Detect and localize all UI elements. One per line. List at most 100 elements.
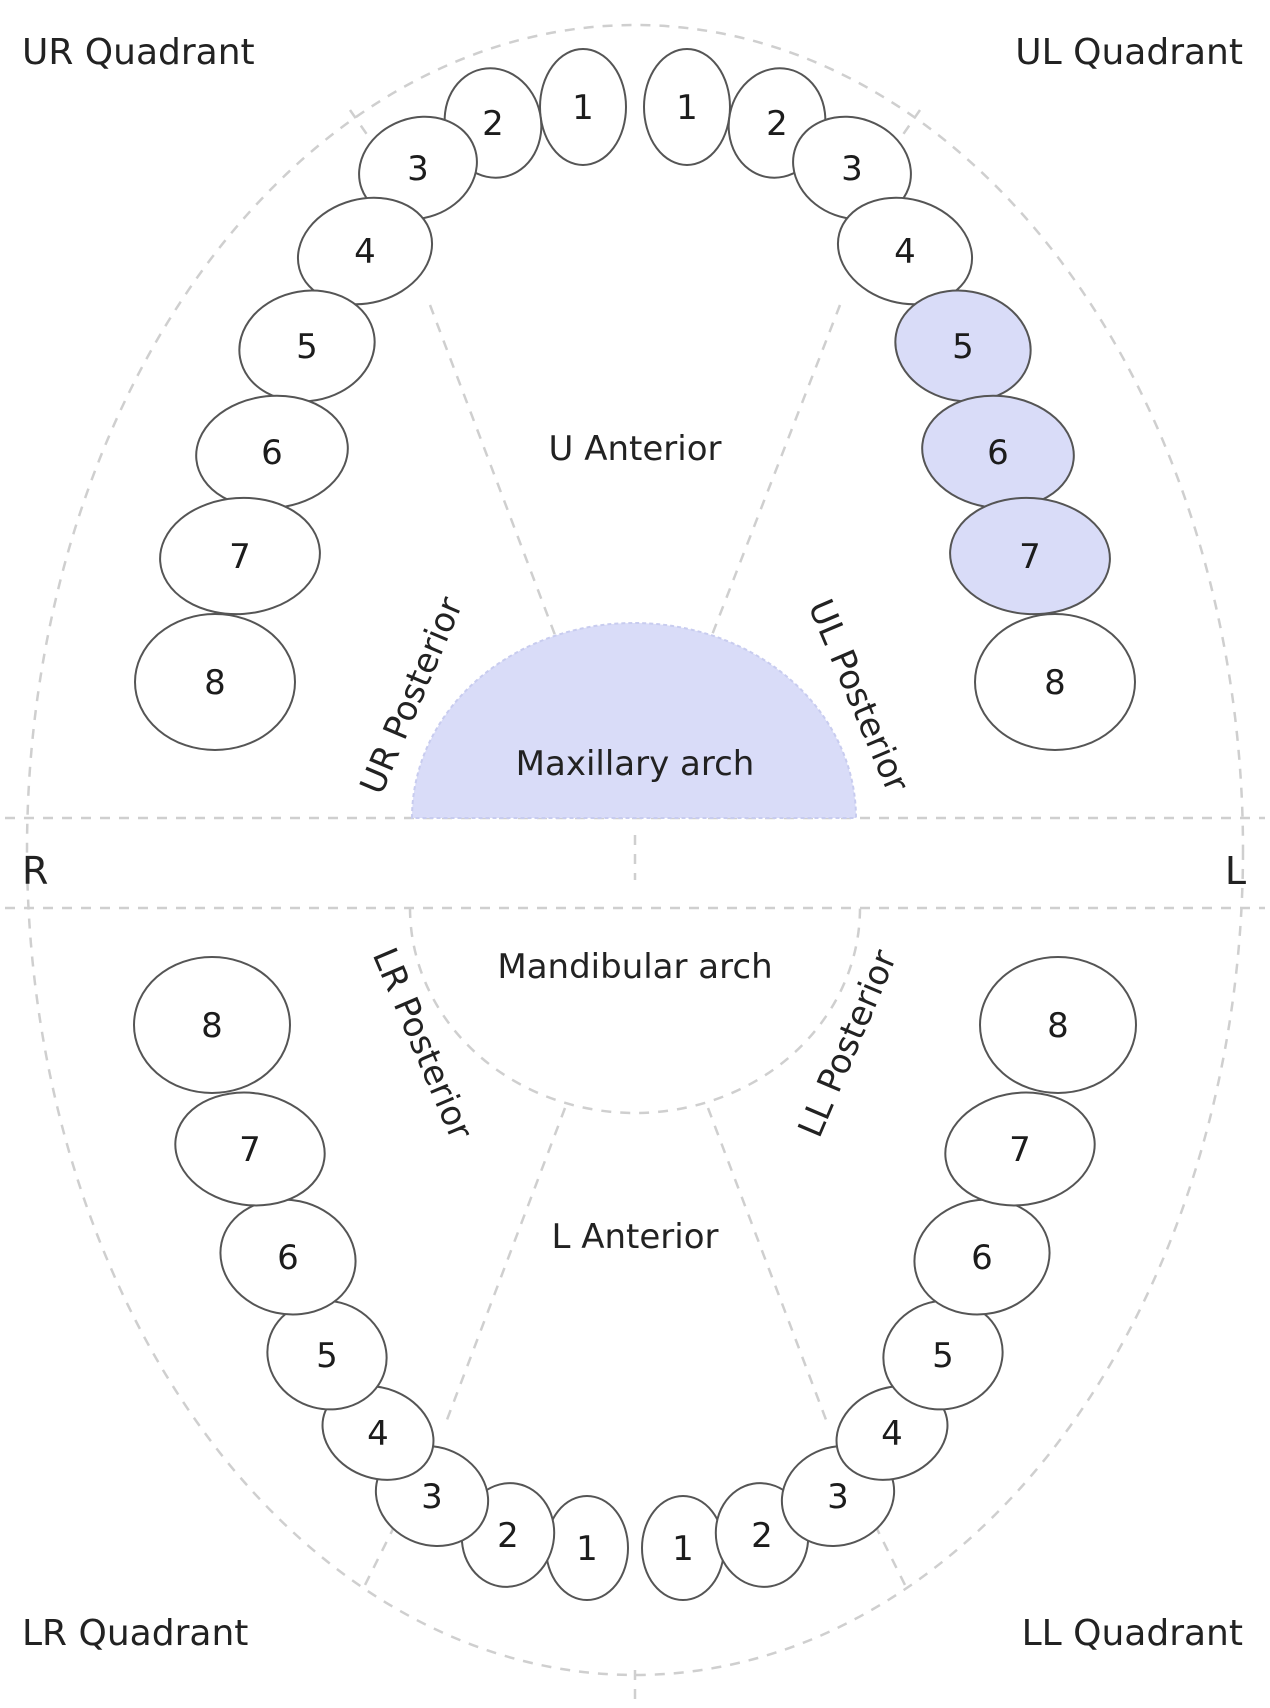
lower-right-tooth-4-label: 4 xyxy=(367,1414,389,1454)
lower-right-tooth-7-shape xyxy=(174,1091,326,1207)
upper-right-tooth-8-label: 8 xyxy=(204,663,226,703)
lower-anterior-label: L Anterior xyxy=(551,1217,718,1257)
upper-left-tooth-5-label: 5 xyxy=(952,327,974,367)
upper-left-tooth-8-label: 8 xyxy=(1044,663,1066,703)
outer-guide-ellipse xyxy=(25,23,1245,1677)
upper-right-tooth-5[interactable]: 5 xyxy=(230,280,383,412)
upper-left-tooth-8-shape xyxy=(974,613,1136,751)
lower-right-tooth-4-shape xyxy=(321,1385,435,1481)
upper-right-tooth-6[interactable]: 6 xyxy=(191,388,354,515)
right-side-label: R xyxy=(22,849,48,893)
upper-right-tooth-8-shape xyxy=(134,613,296,751)
lower-left-tooth-8-shape xyxy=(979,956,1137,1094)
upper-left-tooth-3[interactable]: 3 xyxy=(779,100,926,235)
mandibular-arch-label: Mandibular arch xyxy=(497,947,772,987)
upper-left-tooth-7[interactable]: 7 xyxy=(946,493,1114,620)
upper-right-tooth-6-label: 6 xyxy=(261,433,283,473)
upper-left-tooth-2-label: 2 xyxy=(766,104,788,144)
ul-quadrant-label: UL Quadrant xyxy=(1015,32,1243,73)
upper-right-tooth-5-shape xyxy=(238,289,376,403)
lower-right-tooth-5-label: 5 xyxy=(316,1336,338,1376)
lower-right-tooth-6[interactable]: 6 xyxy=(210,1187,367,1327)
lower-left-tooth-2-label: 2 xyxy=(751,1516,773,1556)
lower-left-tooth-4-shape xyxy=(835,1385,949,1481)
lower-left-tooth-8-label: 8 xyxy=(1047,1006,1069,1046)
lower-left-tooth-5[interactable]: 5 xyxy=(871,1287,1015,1422)
lower-left-diagonal-outer xyxy=(873,1524,907,1586)
lower-left-tooth-4[interactable]: 4 xyxy=(822,1370,961,1496)
lower-left-tooth-7-label: 7 xyxy=(1009,1130,1031,1170)
upper-left-tooth-4-shape xyxy=(836,196,974,306)
upper-right-tooth-4-label: 4 xyxy=(354,232,376,272)
upper-left-tooth-6-label: 6 xyxy=(987,433,1009,473)
upper-right-tooth-8[interactable]: 8 xyxy=(134,613,296,751)
upper-left-tooth-6[interactable]: 6 xyxy=(917,388,1080,515)
left-side-label: L xyxy=(1225,849,1246,893)
upper-right-tooth-2-label: 2 xyxy=(482,104,504,144)
upper-right-tooth-4-shape xyxy=(296,196,434,306)
upper-left-anterior-line xyxy=(710,304,842,636)
lower-right-tooth-7[interactable]: 7 xyxy=(168,1083,332,1215)
lower-left-tooth-5-shape xyxy=(882,1299,1004,1411)
lower-left-tooth-1[interactable]: 1 xyxy=(641,1495,725,1601)
upper-left-tooth-7-shape xyxy=(949,496,1111,616)
upper-left-tooth-8[interactable]: 8 xyxy=(974,613,1136,751)
upper-left-tooth-4-label: 4 xyxy=(894,232,916,272)
maxillary-arch-shape xyxy=(410,622,858,819)
lower-right-tooth-5-shape xyxy=(266,1299,388,1411)
lower-left-tooth-7[interactable]: 7 xyxy=(938,1083,1102,1215)
lower-right-tooth-7-label: 7 xyxy=(239,1130,261,1170)
upper-left-tooth-3-label: 3 xyxy=(841,149,863,189)
lower-right-tooth-4[interactable]: 4 xyxy=(308,1370,447,1496)
upper-left-tooth-1[interactable]: 1 xyxy=(643,48,731,166)
upper-left-tooth-1-shape xyxy=(643,48,731,166)
upper-right-tooth-5-label: 5 xyxy=(296,327,318,367)
lower-right-tooth-3-label: 3 xyxy=(421,1477,443,1517)
upper-left-tooth-7-label: 7 xyxy=(1019,537,1041,577)
lower-right-tooth-5[interactable]: 5 xyxy=(255,1287,399,1422)
lower-left-tooth-6[interactable]: 6 xyxy=(904,1187,1061,1327)
lower-right-tooth-8-shape xyxy=(133,956,291,1094)
lower-left-tooth-3-label: 3 xyxy=(827,1477,849,1517)
lower-right-tooth-1[interactable]: 1 xyxy=(545,1495,629,1601)
guide-lines xyxy=(5,23,1265,1708)
upper-anterior-label: U Anterior xyxy=(549,429,722,469)
lower-right-tooth-2-label: 2 xyxy=(497,1516,519,1556)
upper-right-tooth-3[interactable]: 3 xyxy=(345,100,492,235)
lower-right-tooth-8-label: 8 xyxy=(201,1006,223,1046)
lower-left-tooth-8[interactable]: 8 xyxy=(979,956,1137,1094)
lr-quadrant-label: LR Quadrant xyxy=(22,1613,248,1654)
ll-posterior-label: LL Posterior xyxy=(791,944,906,1143)
lower-right-teeth: 1 2 345 6 7 8 xyxy=(133,956,629,1601)
lower-left-tooth-5-label: 5 xyxy=(932,1336,954,1376)
maxillary-arch-label: Maxillary arch xyxy=(516,744,755,784)
mandibular-arch-outline xyxy=(408,907,862,1115)
upper-right-tooth-1[interactable]: 1 xyxy=(539,48,627,166)
lower-left-tooth-6-label: 6 xyxy=(971,1238,993,1278)
upper-right-tooth-7[interactable]: 7 xyxy=(156,493,324,620)
upper-right-tooth-7-label: 7 xyxy=(229,537,251,577)
upper-right-tooth-4[interactable]: 4 xyxy=(286,183,444,319)
upper-left-tooth-5-shape xyxy=(894,289,1032,403)
lower-left-tooth-6-shape xyxy=(913,1198,1051,1316)
upper-right-tooth-7-shape xyxy=(159,496,321,616)
upper-right-tooth-1-shape xyxy=(539,48,627,166)
ur-quadrant-label: UR Quadrant xyxy=(22,32,255,73)
upper-left-tooth-1-label: 1 xyxy=(676,88,698,128)
lower-left-tooth-7-shape xyxy=(944,1091,1096,1207)
upper-right-tooth-3-shape xyxy=(358,115,478,221)
lower-left-tooth-4-label: 4 xyxy=(881,1414,903,1454)
upper-right-tooth-1-label: 1 xyxy=(572,88,594,128)
upper-left-tooth-4[interactable]: 4 xyxy=(826,183,984,319)
lower-right-tooth-6-shape xyxy=(219,1198,357,1316)
ll-quadrant-label: LL Quadrant xyxy=(1022,1613,1243,1654)
upper-left-tooth-3-shape xyxy=(792,115,912,221)
lower-right-tooth-6-label: 6 xyxy=(277,1238,299,1278)
lower-left-anterior-line xyxy=(706,1107,830,1426)
lower-right-tooth-8[interactable]: 8 xyxy=(133,956,291,1094)
upper-right-teeth: 1 234 5 6 7 8 xyxy=(134,48,627,751)
lower-right-tooth-1-label: 1 xyxy=(576,1529,598,1569)
upper-left-tooth-5[interactable]: 5 xyxy=(886,280,1039,412)
